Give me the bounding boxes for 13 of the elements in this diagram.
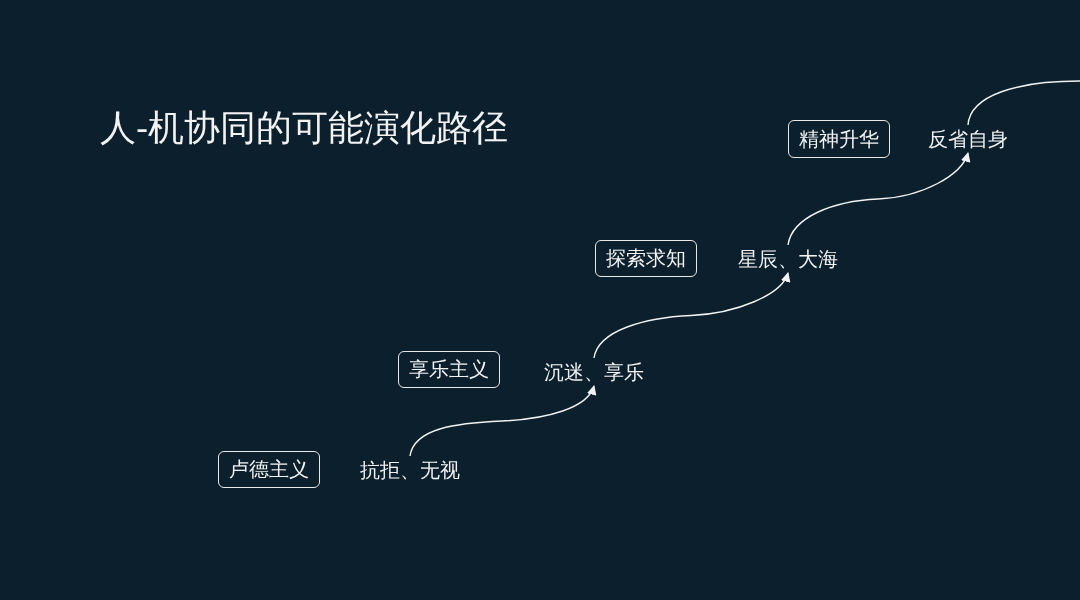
curved-arrow <box>787 152 970 246</box>
stage-text: 反省自身 <box>928 127 1008 151</box>
stage-box: 享乐主义 <box>398 351 500 388</box>
curved-line <box>967 80 1080 126</box>
curved-arrow <box>593 272 790 359</box>
stage-box: 探索求知 <box>595 240 697 277</box>
stage-box: 卢德主义 <box>218 451 320 488</box>
stage-box: 精神升华 <box>788 120 890 158</box>
title: 人-机协同的可能演化路径 <box>100 106 509 150</box>
curved-arrow <box>409 385 596 457</box>
stage-text: 沉迷、享乐 <box>544 360 644 384</box>
stage-text: 抗拒、无视 <box>360 458 460 482</box>
stage-text: 星辰、大海 <box>738 247 838 271</box>
